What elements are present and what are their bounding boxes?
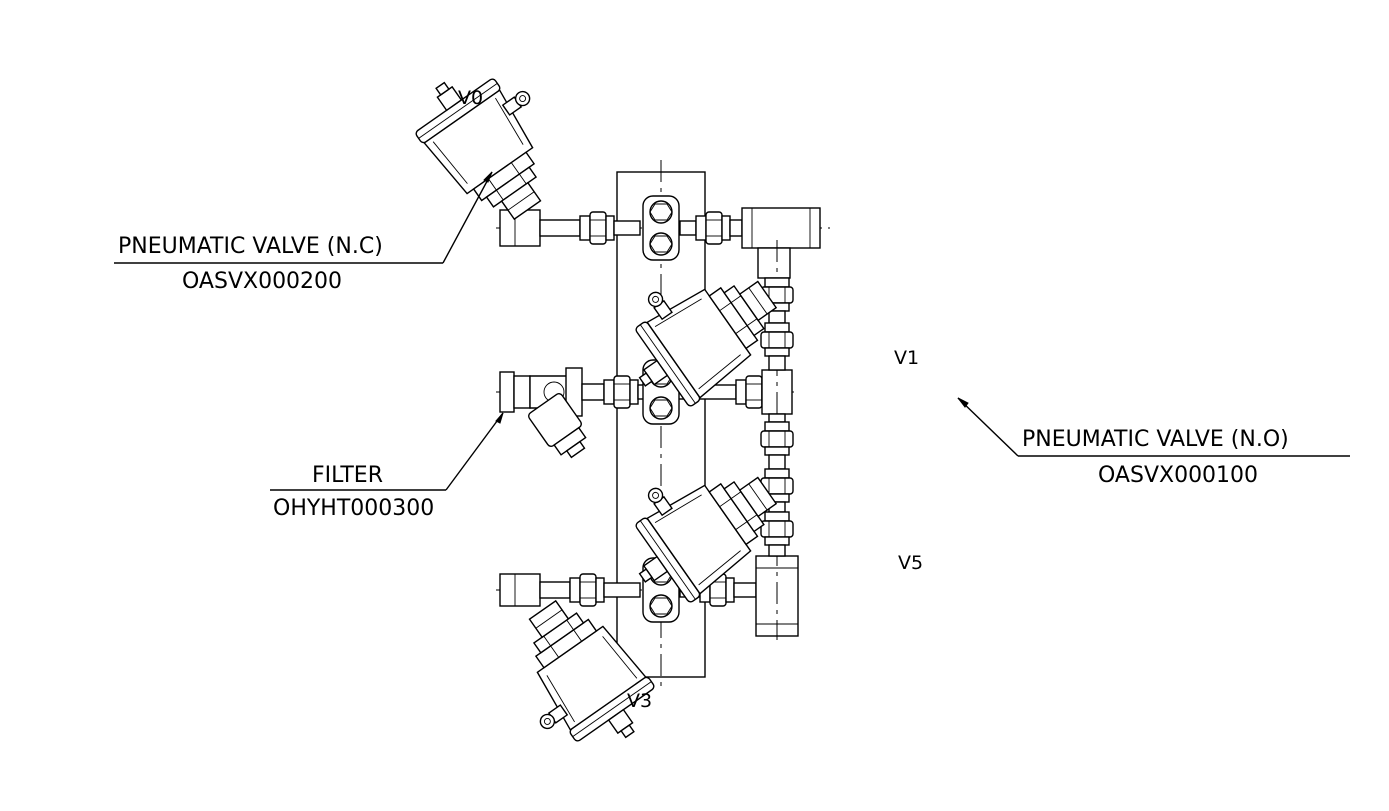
middle-pipe-line [496,367,800,459]
callout-no-valve: PNEUMATIC VALVE (N.O) OASVX000100 [957,397,1350,488]
callout-filter-part: OHYHT000300 [273,496,434,521]
valve-v0 [400,46,583,239]
callout-nc-valve: PNEUMATIC VALVE (N.C) OASVX000200 [114,171,493,294]
callout-filter: FILTER OHYHT000300 [270,412,504,521]
callout-nc-part: OASVX000200 [182,269,342,294]
valve-label-v5: V5 [898,552,923,574]
callout-no-title: PNEUMATIC VALVE (N.O) [1022,427,1289,452]
valve-label-v0: V0 [458,87,483,109]
top-pipe-line [496,207,830,279]
callout-no-part: OASVX000100 [1098,463,1258,488]
valve-v3 [487,581,670,774]
vertical-header [760,240,794,640]
callout-nc-title: PNEUMATIC VALVE (N.C) [118,234,383,259]
clamp-top [642,195,680,261]
valve-label-v1: V1 [894,347,919,369]
valve-label-v3: V3 [627,690,652,712]
callout-filter-title: FILTER [312,463,383,488]
